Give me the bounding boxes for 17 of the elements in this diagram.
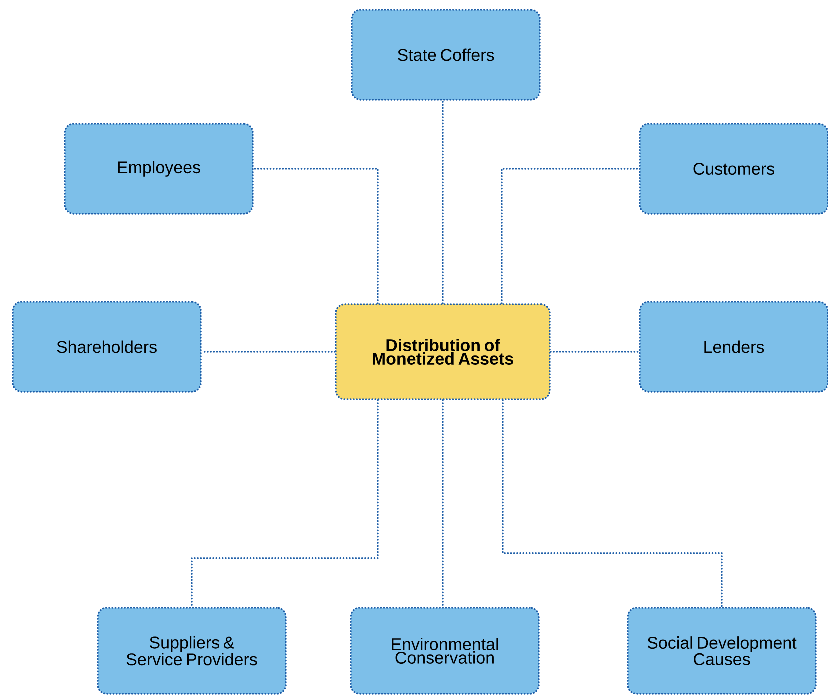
connector-line [550, 351, 640, 353]
stakeholder-box: State Coffers [351, 9, 541, 101]
connector-line [442, 100, 444, 304]
stakeholder-box: Lenders [639, 301, 828, 393]
connector-line [501, 168, 640, 304]
stakeholder-box: Customers [639, 123, 828, 215]
connector-line [201, 351, 336, 353]
central-box: Distribution of Monetized Assets [335, 304, 551, 400]
stakeholder-box: Environmental Conservation [350, 607, 540, 695]
connector-line [253, 168, 379, 304]
connector-line [442, 400, 444, 608]
connector-line [502, 400, 723, 608]
stakeholder-box: Employees [64, 123, 254, 215]
connector-line [191, 400, 379, 608]
stakeholder-box: Suppliers & Service Providers [97, 607, 287, 695]
stakeholder-box: Shareholders [12, 301, 202, 393]
stakeholder-box: Social Development Causes [627, 607, 817, 695]
